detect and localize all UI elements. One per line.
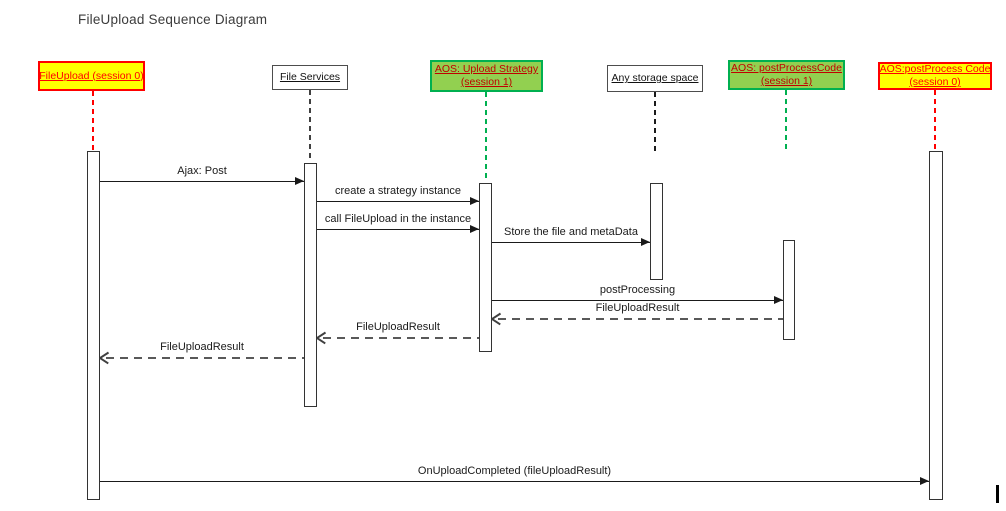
activation-bar-file-services [304, 163, 317, 407]
message-label-8: OnUploadCompleted (fileUploadResult) [417, 465, 612, 477]
actor-box-aos-postprocess-code-session0: AOS:postProcess Code(session 0) [878, 62, 992, 90]
actor-label: AOS:postProcess Code [879, 63, 991, 75]
message-line-1 [317, 201, 479, 202]
actor-box-any-storage-space: Any storage space [607, 65, 703, 92]
lifeline-aos-postprocesscode-session1 [785, 90, 787, 152]
message-label-1: create a strategy instance [335, 185, 461, 197]
message-arrowhead-3 [641, 238, 650, 246]
message-line-0 [100, 181, 304, 182]
message-line-3 [492, 242, 650, 243]
message-label-2: call FileUpload in the instance [324, 213, 472, 225]
message-arrowhead-4 [774, 296, 783, 304]
lifeline-aos-upload-strategy-session1 [485, 92, 487, 182]
actor-label: AOS: Upload Strategy [434, 63, 539, 75]
message-label-5: FileUploadResult [595, 302, 680, 314]
message-label-0: Ajax: Post [177, 165, 227, 177]
message-arrowhead-2 [470, 225, 479, 233]
actor-label: (session 1) [460, 76, 513, 88]
message-arrowhead-1 [470, 197, 479, 205]
message-line-8 [100, 481, 929, 482]
activation-bar-fileupload-session0 [87, 151, 100, 500]
message-line-7 [106, 357, 304, 359]
actor-box-aos-upload-strategy-session1: AOS: Upload Strategy(session 1) [430, 60, 543, 92]
message-arrowhead-0 [295, 177, 304, 185]
actor-label: AOS: postProcessCode [731, 62, 842, 74]
actor-label: Any storage space [611, 72, 699, 84]
activation-bar-any-storage-space [650, 183, 663, 280]
actor-label: (session 1) [760, 75, 813, 87]
activation-bar-aos-upload-strategy-session1 [479, 183, 492, 352]
lifeline-fileupload-session0 [92, 91, 94, 151]
actor-label: FileUpload (session 0) [39, 69, 144, 82]
actor-box-aos-postprocesscode-session1: AOS: postProcessCode(session 1) [728, 60, 845, 90]
lifeline-file-services [309, 90, 311, 162]
lifeline-any-storage-space [654, 92, 656, 152]
activation-bar-aos-postprocess-code-session0 [929, 151, 943, 500]
message-line-2 [317, 229, 479, 230]
message-label-6: FileUploadResult [356, 321, 440, 333]
actor-label: (session 0) [909, 76, 961, 88]
activation-bar-aos-postprocesscode-session1 [783, 240, 795, 340]
actor-box-file-services: File Services [272, 65, 348, 90]
message-line-5 [498, 318, 783, 320]
message-label-4: postProcessing [599, 284, 676, 296]
text-cursor [996, 485, 999, 503]
message-line-6 [323, 337, 479, 339]
message-label-7: FileUploadResult [160, 341, 244, 353]
message-label-3: Store the file and metaData [504, 226, 638, 238]
diagram-title: FileUpload Sequence Diagram [78, 12, 268, 27]
lifeline-aos-postprocess-code-session0 [934, 90, 936, 151]
actor-box-fileupload-session0: FileUpload (session 0) [38, 61, 145, 91]
message-arrowhead-8 [920, 477, 929, 485]
message-line-4 [492, 300, 783, 301]
actor-label: File Services [279, 71, 341, 83]
